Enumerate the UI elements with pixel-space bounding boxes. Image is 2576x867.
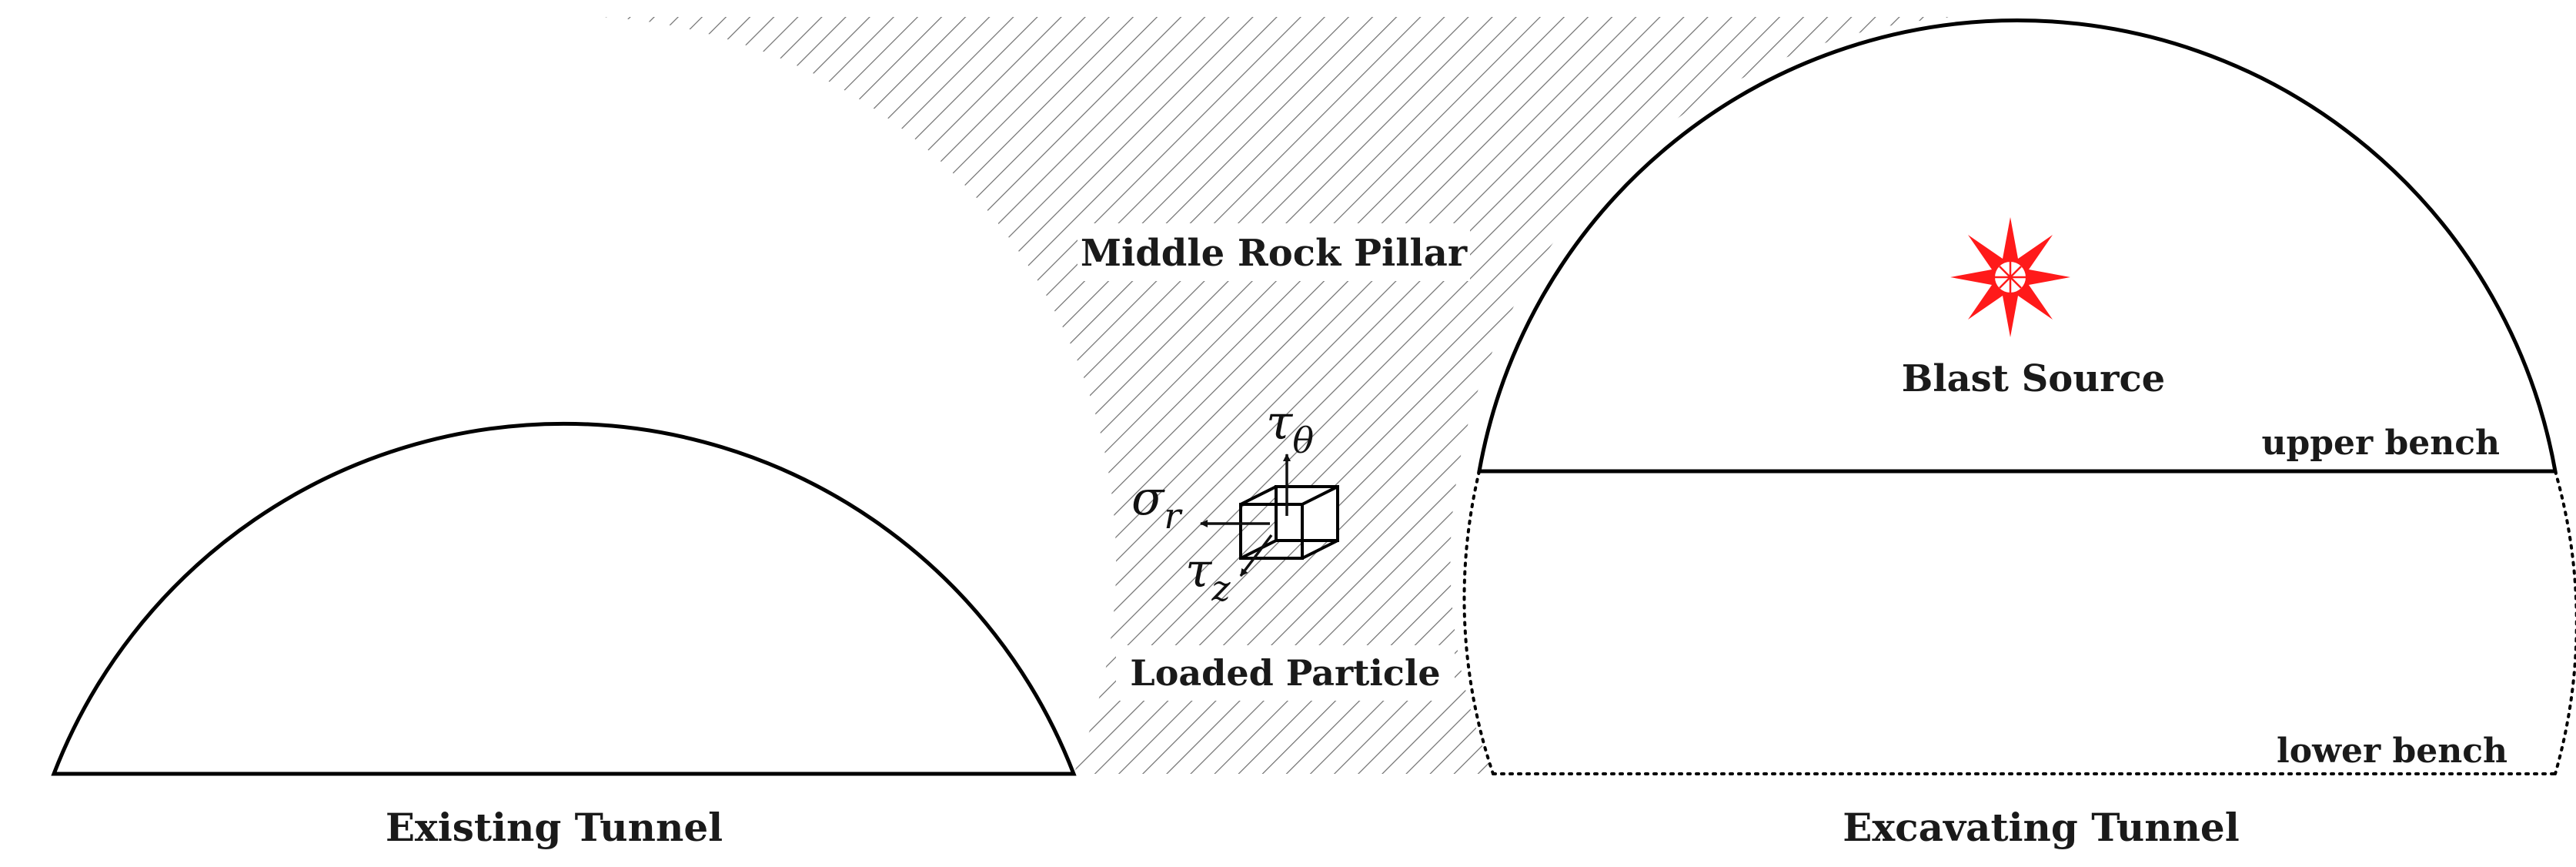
- upper-bench-label: upper bench: [2261, 423, 2500, 463]
- blast-source-label: Blast Source: [1902, 357, 2165, 400]
- existing-tunnel-label: Existing Tunnel: [386, 805, 723, 850]
- tau-theta-symbol: τθ: [1266, 394, 1314, 461]
- loaded-particle-label: Loaded Particle: [1130, 652, 1440, 694]
- excavating-tunnel-upper-bench: [1477, 18, 2558, 474]
- stress-arrows: [1200, 454, 1291, 577]
- middle-rock-pillar-label: Middle Rock Pillar: [1081, 232, 1468, 275]
- excavating-tunnel-lower-bench: [1462, 470, 2576, 775]
- existing-tunnel-outline: [51, 421, 1077, 776]
- blast-star-icon: [1950, 217, 2070, 337]
- excavating-tunnel-label: Excavating Tunnel: [1843, 805, 2240, 850]
- tau-z-symbol: τz: [1185, 542, 1231, 609]
- lower-bench-label: lower bench: [2277, 731, 2508, 771]
- sigma-r-symbol: σr: [1131, 470, 1183, 537]
- tau-z-arrow: [1239, 534, 1273, 577]
- middle-rock-pillar-region: [602, 17, 1953, 774]
